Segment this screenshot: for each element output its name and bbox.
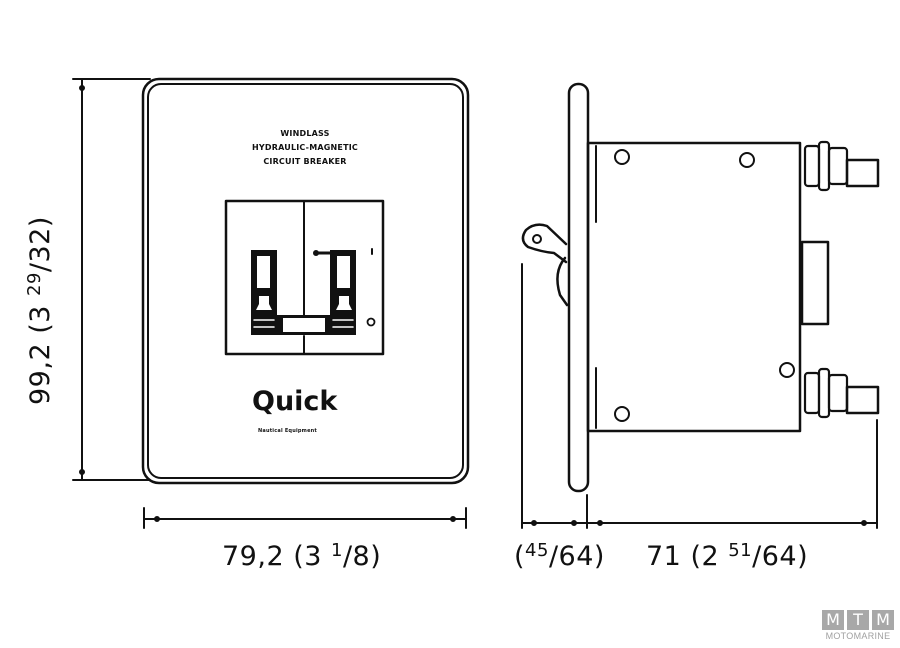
panel-label-line-2: HYDRAULIC-MAGNETIC [252,143,358,152]
motomarine-watermark: M T M MOTOMARINE [818,610,898,641]
panel-label-line-3: CIRCUIT BREAKER [263,157,347,166]
depth-dimension-lines [521,263,878,529]
panel-label-line-1: WINDLASS [280,129,330,138]
flange-depth-label: (45/64) [514,540,605,572]
width-dimension-label: 79,2 (3 1/8) [222,540,382,572]
side-view-handle [521,223,569,307]
height-dimension-line [72,78,151,481]
terminal-top [803,140,880,192]
side-view-flange [567,82,590,493]
width-dimension-line [143,507,467,529]
terminal-bottom [803,367,880,419]
breaker-switch-frame [224,199,385,356]
quick-logo-subtitle: Nautical Equipment [258,428,318,434]
quick-logo: Quick [252,386,338,417]
side-view-body [586,141,830,433]
watermark-letter: M [872,610,894,630]
front-view-panel [141,77,470,485]
watermark-letter: T [847,610,869,630]
watermark-letter: M [822,610,844,630]
body-depth-label: 71 (2 51/64) [646,540,809,572]
watermark-text: MOTOMARINE [825,631,891,641]
